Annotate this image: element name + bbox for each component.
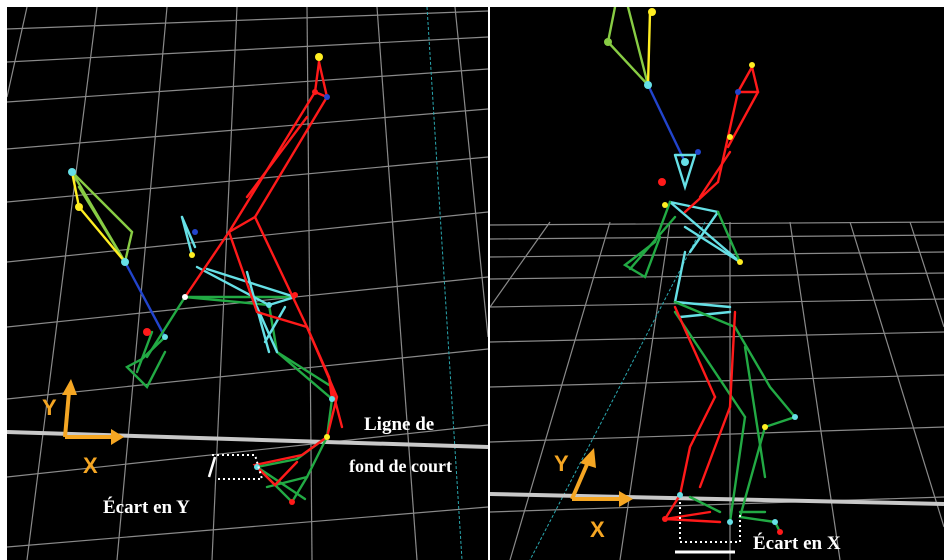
- gap-marker-y: [207, 454, 264, 480]
- right-view-panel: Y X Écart en X: [490, 7, 944, 560]
- axis-y-label: Y: [554, 451, 569, 476]
- court-centerline: [426, 7, 463, 560]
- gap-y-label: Écart en Y: [103, 497, 190, 518]
- grid: [490, 221, 944, 560]
- gap-marker-x: [675, 502, 741, 554]
- right-view-svg: [490, 7, 944, 560]
- baseline-label-line2: fond de court: [349, 456, 452, 476]
- axis-x-label: X: [590, 517, 605, 542]
- gap-x-label: Écart en X: [753, 533, 841, 554]
- skeleton-right: [604, 7, 798, 535]
- court-centerline: [529, 221, 706, 560]
- baseline: [7, 430, 488, 449]
- left-view-panel: Y X Ligne de fond de court Écart en Y: [7, 7, 488, 560]
- axes-indicator: [570, 448, 633, 507]
- grid: [7, 7, 488, 560]
- axes-indicator: [62, 379, 124, 445]
- axis-x-label: X: [83, 453, 98, 478]
- baseline: [490, 492, 944, 506]
- left-view-svg: [7, 7, 488, 560]
- baseline-label-line1: Ligne de: [364, 414, 435, 435]
- axis-y-label: Y: [42, 395, 57, 420]
- skeleton-left: [68, 53, 344, 505]
